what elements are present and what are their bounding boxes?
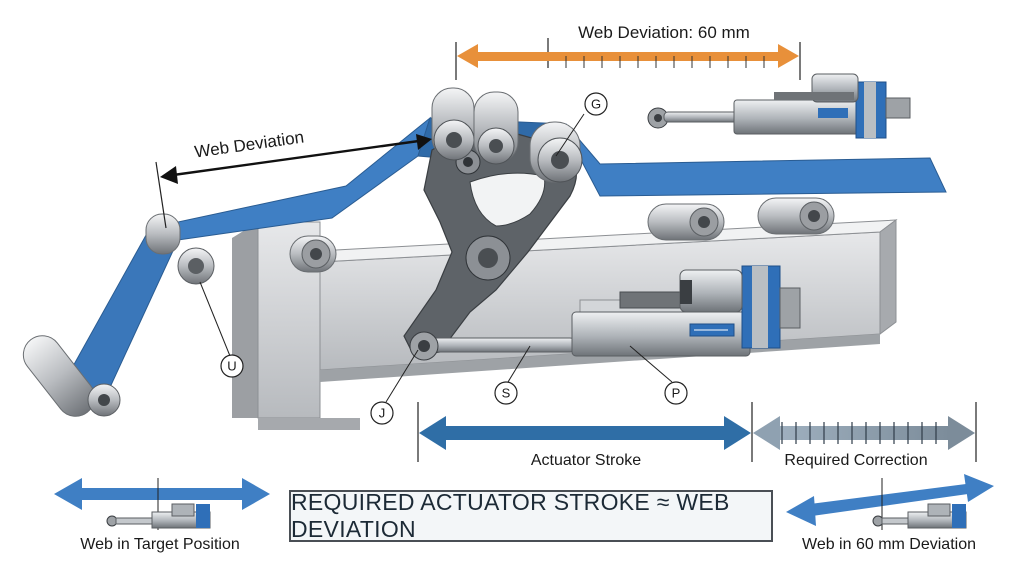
required-correction-label: Required Correction <box>784 452 927 469</box>
top-deviation-dimension: Web Deviation: 60 mm <box>455 23 801 80</box>
required-correction-arrow <box>753 416 975 450</box>
inset-right-caption: Web in 60 mm Deviation <box>802 536 976 553</box>
top-dimension-label: Web Deviation: 60 mm <box>578 23 750 42</box>
bottom-dimensions: Actuator Stroke Required Correction <box>417 402 977 469</box>
callout-u-letter: U <box>227 359 236 374</box>
callout-j-letter: J <box>379 406 386 421</box>
roller-frame-mid <box>647 203 725 241</box>
roller-u <box>145 213 215 285</box>
callout-g-letter: G <box>591 97 601 112</box>
roller-upper-2 <box>473 91 519 165</box>
callout-s-letter: S <box>502 386 511 401</box>
lower-rollers <box>289 197 835 273</box>
inset-60mm-deviation: Web in 60 mm Deviation <box>786 474 994 553</box>
actuator-stroke-arrow <box>419 416 751 450</box>
web-deviation-label: Web Deviation <box>193 127 305 161</box>
callout-u: U <box>199 281 244 378</box>
inset-target-position: Web in Target Position <box>54 478 270 553</box>
formula-text: REQUIRED ACTUATOR STROKE ≈ WEB DEVIATION <box>291 489 730 542</box>
callout-s: S <box>494 345 531 405</box>
callout-p-letter: P <box>672 386 681 401</box>
left-entry-roller <box>22 335 121 417</box>
mini-actuator-left <box>106 503 211 529</box>
actuator-stroke-label: Actuator Stroke <box>531 452 641 469</box>
linear-actuator <box>409 265 801 361</box>
top-dimension-ticks <box>565 56 765 68</box>
mini-actuator-right <box>872 503 967 529</box>
callout-j: J <box>370 349 419 425</box>
inset-left-caption: Web in Target Position <box>80 536 240 553</box>
callout-p: P <box>629 345 688 405</box>
formula-box: REQUIRED ACTUATOR STROKE ≈ WEB DEVIATION <box>289 489 773 542</box>
inset-actuator <box>647 73 911 139</box>
roller-upper-1 <box>431 87 475 161</box>
upper-rollers <box>431 87 583 183</box>
roller-frame-left <box>289 235 337 273</box>
callout-g: G <box>555 92 608 157</box>
roller-upper-3 <box>529 121 583 183</box>
roller-frame-right <box>757 197 835 235</box>
